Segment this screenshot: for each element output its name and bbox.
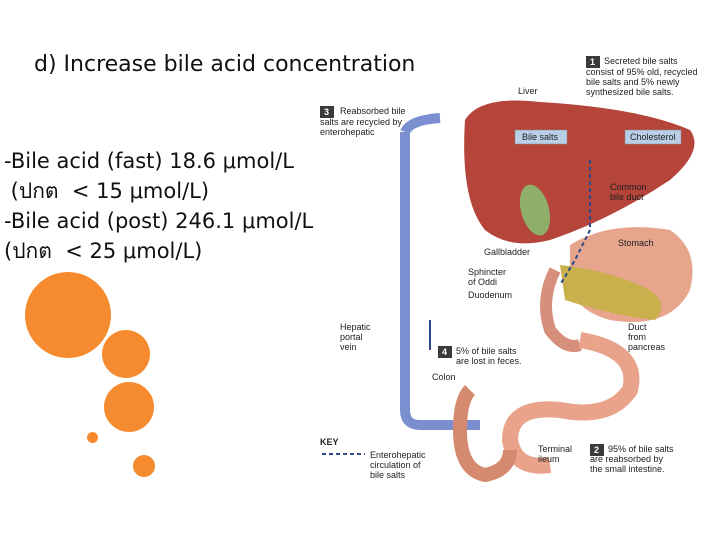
figure-step2-lines-2-label: the small intestine. xyxy=(590,464,665,474)
decor-circle-medium-2 xyxy=(104,382,154,432)
figure-labels-key-title-label: KEY xyxy=(320,437,339,447)
enterohepatic-circulation-figure: 1 Secreted bile salts consist of 95% old… xyxy=(310,50,720,490)
figure-step1-lines-3-label: synthesized bile salts. xyxy=(586,87,674,97)
figure-step2-lines-0-label: 95% of bile salts xyxy=(608,444,674,454)
figure-labels-cholesterol-label: Cholesterol xyxy=(630,132,676,142)
decor-circle-large xyxy=(25,272,111,358)
figure-step4-lines-0-label: 5% of bile salts xyxy=(456,346,517,356)
figure-labels-sphincter-1-label: Sphincter xyxy=(468,267,506,277)
figure-step2-lines-1-label: are reabsorbed by xyxy=(590,454,664,464)
figure-labels-common-bile-duct-1-label: Common xyxy=(610,182,647,192)
decor-circle-tiny xyxy=(87,432,98,443)
figure-labels-duct-3-label: pancreas xyxy=(628,342,666,352)
liver-shape xyxy=(464,100,694,243)
bullet-post: -Bile acid (post) 246.1 μmol/L xyxy=(4,206,313,236)
bullet-fast: -Bile acid (fast) 18.6 μmol/L xyxy=(4,146,313,176)
figure-labels-terminal-2-label: ileum xyxy=(538,454,560,464)
bullet-fast-normal: (ปกต < 15 μmol/L) xyxy=(4,176,313,206)
figure-step1-lines-1-label: consist of 95% old, recycled xyxy=(586,67,698,77)
figure-labels-liver-label: Liver xyxy=(518,86,538,96)
figure-step3-lines-1-label: salts are recycled by xyxy=(320,117,403,127)
figure-labels-sphincter-2-label: of Oddi xyxy=(468,277,497,287)
figure-labels-duct-2-label: from xyxy=(628,332,646,342)
bullet-list: -Bile acid (fast) 18.6 μmol/L (ปกต < 15 … xyxy=(4,146,313,266)
bullet-post-normal: (ปกต < 25 μmol/L) xyxy=(4,236,313,266)
figure-labels-key-2-label: circulation of xyxy=(370,460,421,470)
decor-circle-medium xyxy=(102,330,150,378)
figure-step1-lines-2-label: bile salts and 5% newly xyxy=(586,77,680,87)
figure-labels-stomach-label: Stomach xyxy=(618,238,654,248)
figure-labels-colon-label: Colon xyxy=(432,372,456,382)
figure-labels-gallbladder-label: Gallbladder xyxy=(484,247,530,257)
figure-labels-duodenum-label: Duodenum xyxy=(468,290,512,300)
figure-labels-hepatic-3-label: vein xyxy=(340,342,357,352)
portal-vein-top xyxy=(405,118,440,132)
figure-labels-hepatic-2-label: portal xyxy=(340,332,363,342)
figure-labels-terminal-1-label: Terminal xyxy=(538,444,572,454)
figure-step3-lines-0-label: Reabsorbed bile xyxy=(340,106,406,116)
figure-step1-lines-0-label: Secreted bile salts xyxy=(604,56,678,66)
figure-labels-key-3-label: bile salts xyxy=(370,470,406,480)
figure-step3-lines-2-label: enterohepatic xyxy=(320,127,375,137)
figure-step1-num-label: 1 xyxy=(590,57,595,67)
figure-labels-duct-1-label: Duct xyxy=(628,322,647,332)
colon-shape xyxy=(460,390,510,475)
figure-labels-key-1-label: Enterohepatic xyxy=(370,450,426,460)
figure-step4-num-label: 4 xyxy=(442,347,447,357)
figure-step3-num-label: 3 xyxy=(324,107,329,117)
figure-labels-bile-salts-label: Bile salts xyxy=(522,132,559,142)
figure-labels-hepatic-1-label: Hepatic xyxy=(340,322,371,332)
figure-labels-common-bile-duct-2-label: bile duct xyxy=(610,192,644,202)
figure-step4-lines-1-label: are lost in feces. xyxy=(456,356,522,366)
decor-circle-small xyxy=(133,455,155,477)
